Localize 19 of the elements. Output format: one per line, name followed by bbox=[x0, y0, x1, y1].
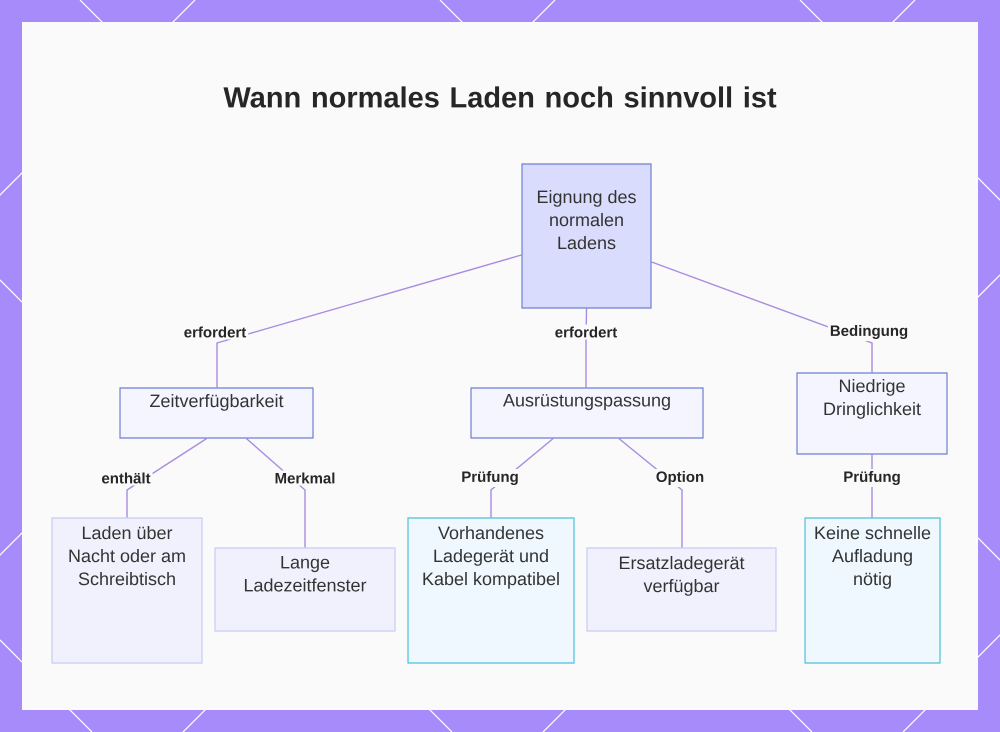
process-box: Zeitverfügbarkeit bbox=[119, 387, 314, 439]
process-box: Laden über Nacht oder am Schreibtisch bbox=[51, 517, 203, 664]
connector-line bbox=[216, 254, 522, 388]
process-box: Keine schnelle Aufladung nötig bbox=[804, 517, 941, 664]
process-box: Eignung des normalen Ladens bbox=[521, 163, 652, 309]
edge-label: Option bbox=[654, 469, 706, 487]
process-box: Ersatzladegerät verfügbar bbox=[586, 547, 777, 632]
edge-label: Prüfung bbox=[459, 468, 521, 488]
title: Wann normales Laden noch sinnvoll ist bbox=[223, 86, 776, 108]
edge-label: Merkmal bbox=[272, 470, 338, 486]
process-box: Vorhandenes Ladegerät und Kabel kompatibel bbox=[407, 517, 575, 664]
edge-label: Prüfung bbox=[841, 468, 903, 488]
edge-label: erfordert bbox=[182, 324, 248, 340]
process-box: Ausrüstungspassung bbox=[470, 387, 704, 439]
edge-label: enthält bbox=[99, 470, 153, 486]
process-box: Lange Ladezeitfenster bbox=[214, 547, 396, 632]
edge-label: erfordert bbox=[552, 324, 620, 340]
process-box: Niedrige Dringlichkeit bbox=[796, 372, 948, 455]
edge-label: Bedingung bbox=[828, 322, 910, 342]
